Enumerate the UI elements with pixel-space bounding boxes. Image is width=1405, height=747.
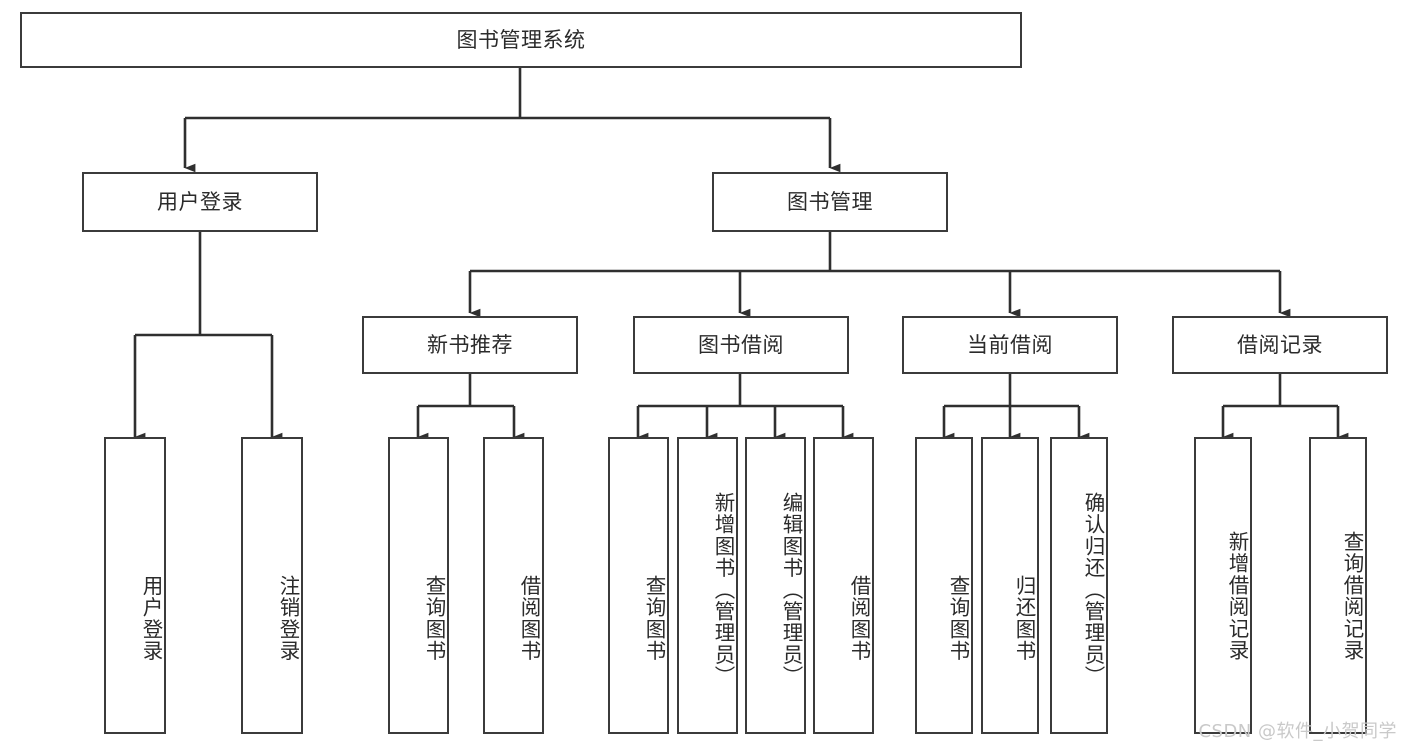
node-label: 当前借阅 (967, 332, 1053, 357)
node-label: 借阅图书 (847, 575, 871, 662)
leaf-user-login-logout[interactable]: 注销登录 (241, 437, 303, 734)
node-root-system[interactable]: 图书管理系统 (20, 12, 1022, 68)
node-book-management[interactable]: 图书管理 (712, 172, 948, 232)
leaf-book-borrow-add[interactable]: 新增图书（管理员） (677, 437, 738, 734)
node-label: 新书推荐 (427, 332, 513, 357)
node-label: 新增借阅记录 (1225, 531, 1249, 662)
node-label: 图书管理 (787, 189, 873, 214)
node-user-login[interactable]: 用户登录 (82, 172, 318, 232)
node-label: 图书借阅 (698, 332, 784, 357)
node-label: 用户登录 (157, 189, 243, 214)
node-book-borrow[interactable]: 图书借阅 (633, 316, 849, 374)
leaf-new-book-query[interactable]: 查询图书 (388, 437, 449, 734)
node-label: 借阅记录 (1237, 332, 1323, 357)
node-label: 确认归还（管理员） (1081, 491, 1105, 688)
leaf-book-borrow-query[interactable]: 查询图书 (608, 437, 669, 734)
leaf-book-borrow-borrow[interactable]: 借阅图书 (813, 437, 874, 734)
node-label: 用户登录 (139, 575, 163, 662)
leaf-new-book-borrow[interactable]: 借阅图书 (483, 437, 544, 734)
leaf-user-login-login[interactable]: 用户登录 (104, 437, 166, 734)
node-current-borrow[interactable]: 当前借阅 (902, 316, 1118, 374)
node-label: 借阅图书 (517, 575, 541, 662)
node-label: 查询图书 (642, 575, 666, 662)
node-label: 查询图书 (422, 575, 446, 662)
leaf-current-borrow-query[interactable]: 查询图书 (915, 437, 973, 734)
leaf-book-borrow-edit[interactable]: 编辑图书（管理员） (745, 437, 806, 734)
node-label: 注销登录 (276, 575, 300, 662)
node-label: 查询借阅记录 (1340, 531, 1364, 662)
leaf-borrow-record-query[interactable]: 查询借阅记录 (1309, 437, 1367, 734)
watermark-credit: CSDN @软件_小贺同学 (1198, 721, 1397, 742)
node-label: 归还图书 (1012, 575, 1036, 662)
node-label: 编辑图书（管理员） (779, 491, 803, 688)
node-label: 新增图书（管理员） (711, 491, 735, 688)
leaf-current-borrow-return[interactable]: 归还图书 (981, 437, 1039, 734)
node-label: 查询图书 (946, 575, 970, 662)
leaf-borrow-record-add[interactable]: 新增借阅记录 (1194, 437, 1252, 734)
node-new-book-recommend[interactable]: 新书推荐 (362, 316, 578, 374)
node-label: 图书管理系统 (456, 27, 586, 52)
leaf-current-borrow-confirm[interactable]: 确认归还（管理员） (1050, 437, 1108, 734)
node-borrow-record[interactable]: 借阅记录 (1172, 316, 1388, 374)
